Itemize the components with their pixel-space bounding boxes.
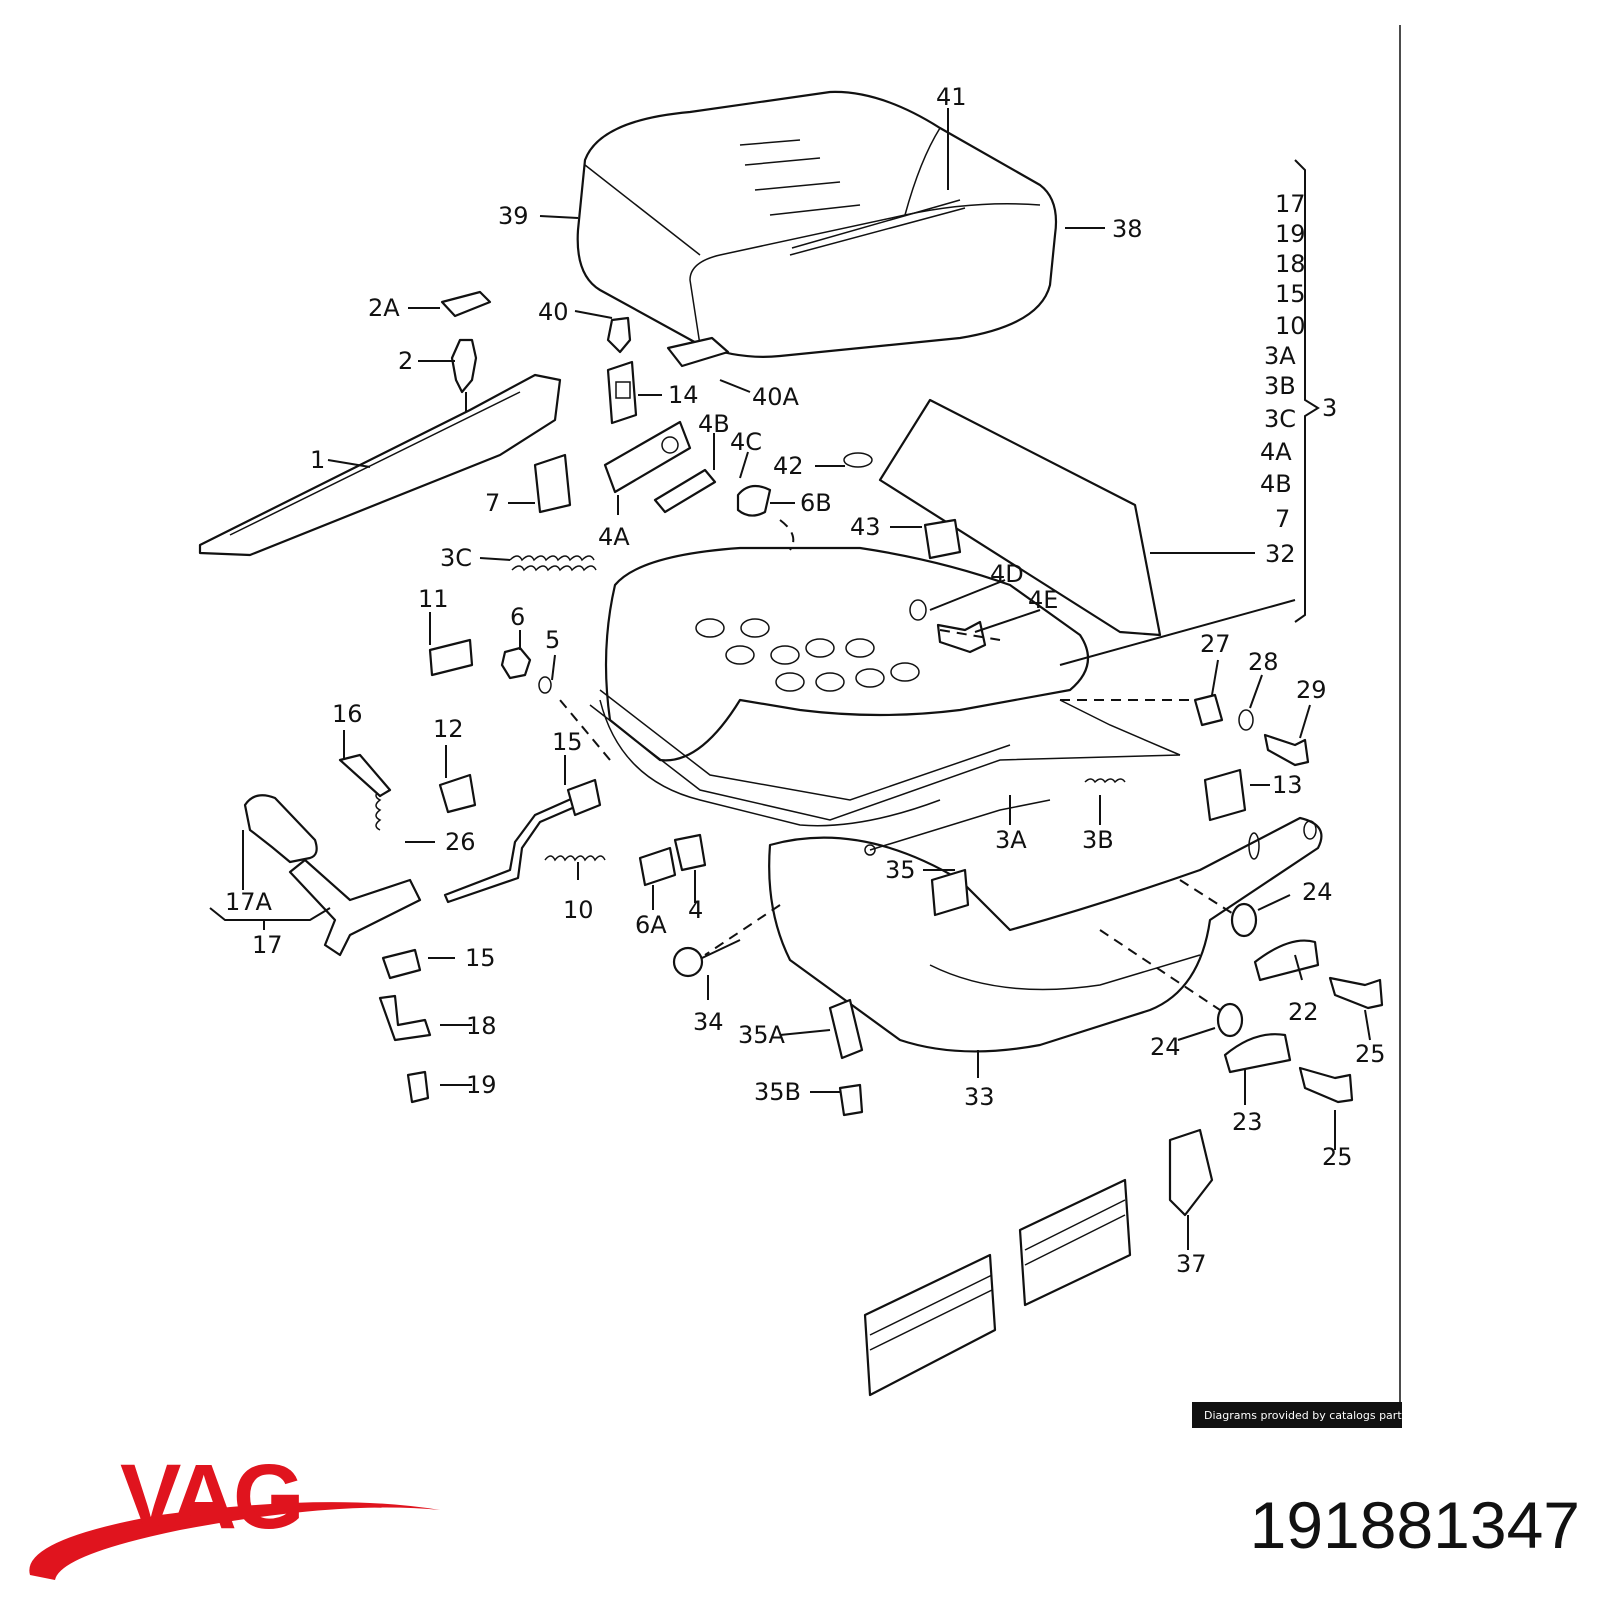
callout-2A: 2A [368,294,400,322]
group-item: 32 [1265,540,1296,568]
side-rail [198,373,562,557]
callout-19: 19 [466,1071,497,1099]
callout-14: 14 [668,381,699,409]
callout-24: 24 [1150,1033,1181,1061]
group-item: 19 [1275,220,1306,248]
callout-6A: 6A [635,911,667,939]
lever-handle [243,794,422,957]
callout-15: 15 [465,944,496,972]
callout-27: 27 [1200,630,1231,658]
seat-shell [768,816,1323,1053]
backing-board [878,398,1162,637]
group-item: 4B [1260,470,1292,498]
callout-3C: 3C [440,544,472,572]
seat-frame [589,689,1181,821]
logo-swoosh [29,1502,440,1580]
group-label: 3 [1322,394,1337,422]
callout-4D: 4D [990,560,1024,588]
callout-28: 28 [1248,648,1279,676]
callout-17A: 17A [225,888,273,916]
callout-35A: 35A [738,1021,786,1049]
callout-41: 41 [936,83,967,111]
callout-34: 34 [693,1008,724,1036]
callout-33: 33 [964,1083,995,1111]
credit-text: Diagrams provided by catalogs parts [1204,1409,1408,1422]
callout-24: 24 [1302,878,1333,906]
group-item: 15 [1275,280,1306,308]
callout-22: 22 [1288,998,1319,1026]
vag-logo: VAG [29,1446,440,1580]
callout-6: 6 [510,603,525,631]
callout-3B: 3B [1082,826,1114,854]
group-item: 3A [1264,342,1296,370]
group-item: 7 [1275,505,1290,533]
callout-4C: 4C [730,428,762,456]
seat-cushion [599,546,1090,827]
callout-5: 5 [545,626,560,654]
callout-12: 12 [433,715,464,743]
callout-10: 10 [563,896,594,924]
brand-wordmark: VAG [120,1446,301,1548]
seat-cover [576,90,1058,358]
part-number: 191881347 [1250,1488,1580,1562]
callout-18: 18 [466,1012,497,1040]
credit-banner: Diagrams provided by catalogs parts [1192,1402,1408,1428]
leader-lines [209,108,1371,1250]
hardware [338,290,1384,1217]
callout-13: 13 [1272,771,1303,799]
callout-3A: 3A [995,826,1027,854]
callout-15: 15 [552,728,583,756]
assembly-lines [559,519,1236,1011]
callout-38: 38 [1112,215,1143,243]
callout-40A: 40A [752,383,800,411]
group-item: 4A [1260,438,1292,466]
callout-35: 35 [885,856,916,884]
callout-43: 43 [850,513,881,541]
callout-11: 11 [418,585,449,613]
callout-7: 7 [485,489,500,517]
callout-2: 2 [398,347,413,375]
group-item: 10 [1275,312,1306,340]
callout-40: 40 [538,298,569,326]
group-item: 3B [1264,372,1296,400]
callout-37: 37 [1176,1250,1207,1278]
trim-panels [863,1178,1132,1397]
callout-35B: 35B [754,1078,801,1106]
callout-26: 26 [445,828,476,856]
group-item: 18 [1275,250,1306,278]
callout-23: 23 [1232,1108,1263,1136]
callout-16: 16 [332,700,363,728]
callout-25: 25 [1322,1143,1353,1171]
callout-39: 39 [498,202,529,230]
group-item: 3C [1264,405,1296,433]
callout-4B: 4B [698,410,730,438]
callouts: 41 39 38 2A 40 2 14 40A 1 4B 4C 42 7 6B … [225,83,1386,1278]
callout-25: 25 [1355,1040,1386,1068]
callout-1: 1 [310,446,325,474]
group-item: 17 [1275,190,1306,218]
callout-4A: 4A [598,523,630,551]
callout-42: 42 [773,452,804,480]
callout-4E: 4E [1028,586,1058,614]
callout-17: 17 [252,931,283,959]
group-list: 17 19 18 15 10 3A 3B 3C 4A 4B 7 32 3 [1260,190,1337,568]
callout-4: 4 [688,896,703,924]
callout-29: 29 [1296,676,1327,704]
callout-6B: 6B [800,489,832,517]
